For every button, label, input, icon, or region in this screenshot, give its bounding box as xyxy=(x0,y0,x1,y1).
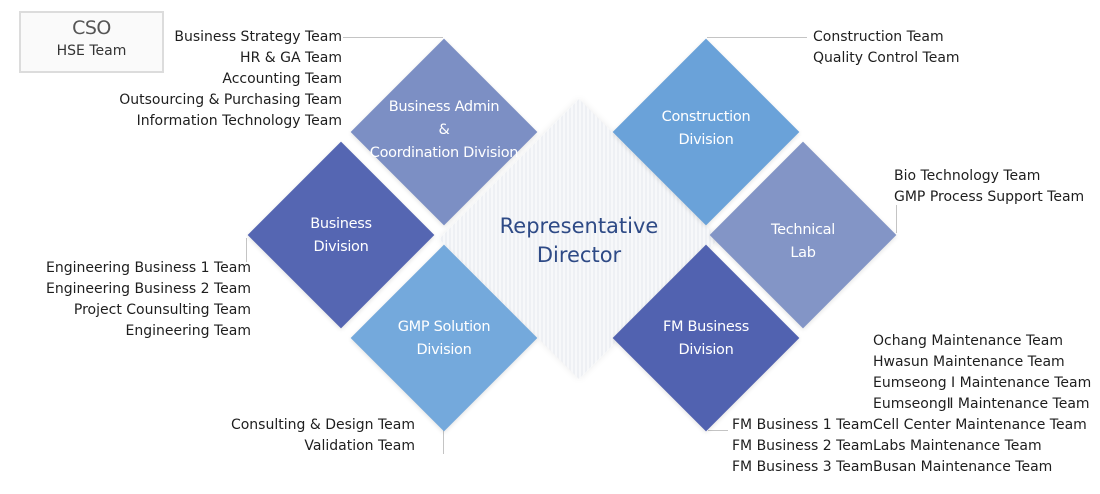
center-line-1: Representative xyxy=(499,214,659,238)
connector-business xyxy=(246,238,247,262)
connector-business-admin xyxy=(343,37,443,38)
team-item: HR & GA Team xyxy=(240,50,342,66)
team-item: Quality Control Team xyxy=(813,50,960,66)
center-line-2: Director xyxy=(536,243,622,267)
fm-maintenance-teams: Ochang Maintenance Team Hwasun Maintenan… xyxy=(873,331,1091,478)
team-item: Consulting & Design Team xyxy=(230,417,415,433)
team-item: Eumseong Ⅰ Maintenance Team xyxy=(873,375,1092,391)
team-item: Engineering Business 2 Team xyxy=(46,281,251,297)
team-item: Project Counsulting Team xyxy=(73,302,251,318)
business-label: Business Division xyxy=(310,216,372,255)
cso-box: CSO HSE Team xyxy=(19,11,164,73)
technical-lab-label: Technical Lab xyxy=(771,222,835,261)
connector-gmp xyxy=(443,428,444,454)
cso-team: HSE Team xyxy=(56,43,127,59)
team-item: Hwasun Maintenance Team xyxy=(873,354,1065,370)
technical-lab-teams: Bio Technology Team GMP Process Support … xyxy=(894,166,1084,208)
cso-title: CSO xyxy=(72,17,111,39)
team-item: Construction Team xyxy=(813,29,944,45)
team-item: Engineering Team xyxy=(125,323,251,339)
team-item: FM Business 1 Team xyxy=(732,417,874,433)
gmp-solution-teams: Consulting & Design Team Validation Team xyxy=(231,415,415,457)
team-item: Busan Maintenance Team xyxy=(873,459,1053,475)
team-item: EumseongⅡ Maintenance Team xyxy=(873,396,1090,412)
team-item: Outsourcing & Purchasing Team xyxy=(119,92,342,108)
team-item: Ochang Maintenance Team xyxy=(873,333,1063,349)
business-admin-teams: Business Strategy Team HR & GA Team Acco… xyxy=(119,27,342,132)
team-item: Business Strategy Team xyxy=(174,29,342,45)
team-item: FM Business 2 Team xyxy=(732,438,874,454)
fm-business-teams: FM Business 1 Team FM Business 2 Team FM… xyxy=(732,415,873,478)
team-item: Accounting Team xyxy=(222,71,342,87)
gmp-solution-label: GMP Solution Division xyxy=(397,319,491,358)
connector-fm xyxy=(708,430,728,431)
team-item: Validation Team xyxy=(304,438,415,454)
business-admin-label: Business Admin & Coordination Division xyxy=(369,99,519,161)
team-item: Information Technology Team xyxy=(136,113,342,129)
representative-director-label: Representative Director xyxy=(479,212,679,270)
team-item: Labs Maintenance Team xyxy=(873,438,1042,454)
team-item: GMP Process Support Team xyxy=(894,189,1085,205)
construction-teams: Construction Team Quality Control Team xyxy=(813,27,960,69)
fm-business-label: FM Business Division xyxy=(662,319,750,358)
team-item: FM Business 3 Team xyxy=(732,459,874,475)
construction-label: Construction Division xyxy=(661,109,751,148)
team-item: Cell Center Maintenance Team xyxy=(873,417,1087,433)
team-item: Bio Technology Team xyxy=(894,168,1041,184)
connector-technical-lab xyxy=(896,205,897,233)
connector-construction xyxy=(707,37,807,38)
team-item: Engineering Business 1 Team xyxy=(46,260,251,276)
business-teams: Engineering Business 1 Team Engineering … xyxy=(46,258,251,342)
